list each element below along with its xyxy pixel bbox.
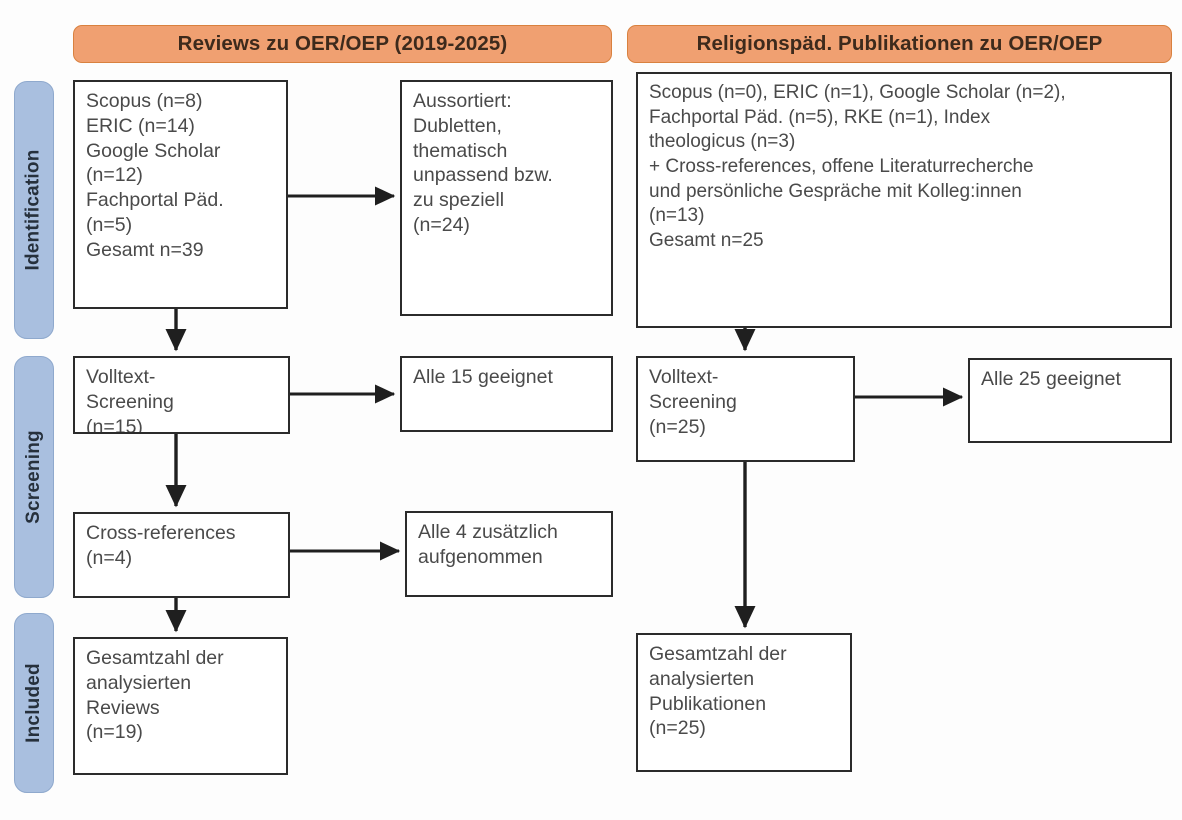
box-reviews-sources: Scopus (n=8) ERIC (n=14) Google Scholar … <box>73 80 288 309</box>
box-reviews-excluded: Aussortiert: Dubletten, thematisch unpas… <box>400 80 613 316</box>
box-publications-included: Gesamtzahl der analysierten Publikatione… <box>636 633 852 772</box>
box-publications-fulltext-screening: Volltext- Screening (n=25) <box>636 356 855 462</box>
stage-pill-identification: Identification <box>14 81 54 339</box>
stage-pill-screening: Screening <box>14 356 54 598</box>
box-reviews-screening-result: Alle 15 geeignet <box>400 356 613 432</box>
column-header-reviews: Reviews zu OER/OEP (2019-2025) <box>73 25 612 63</box>
column-header-publications: Religionspäd. Publikationen zu OER/OEP <box>627 25 1172 63</box>
stage-pill-included: Included <box>14 613 54 793</box>
box-reviews-crossrefs: Cross-references (n=4) <box>73 512 290 598</box>
stage-label-screening: Screening <box>23 430 45 524</box>
box-reviews-crossrefs-result: Alle 4 zusätzlich aufgenommen <box>405 511 613 597</box>
box-publications-screening-result: Alle 25 geeignet <box>968 358 1172 443</box>
box-reviews-fulltext-screening: Volltext- Screening (n=15) <box>73 356 290 434</box>
stage-label-identification: Identification <box>23 149 44 271</box>
box-reviews-included: Gesamtzahl der analysierten Reviews (n=1… <box>73 637 288 775</box>
box-publications-sources: Scopus (n=0), ERIC (n=1), Google Scholar… <box>636 72 1172 328</box>
stage-label-included: Included <box>23 663 44 743</box>
